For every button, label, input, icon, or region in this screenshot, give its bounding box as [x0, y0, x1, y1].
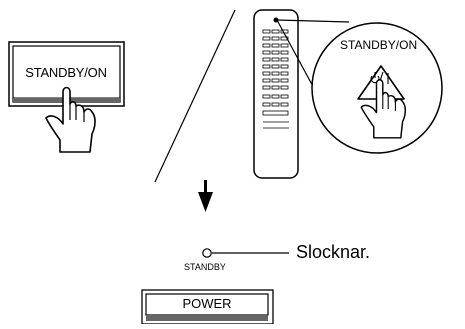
indicator-lamp-icon [202, 248, 289, 258]
standby-indicator-label: STANDBY [184, 262, 226, 272]
remote-control-icon [253, 9, 299, 179]
status-text: Slocknar. [296, 242, 371, 262]
power-button-label: POWER [182, 296, 232, 311]
down-arrow-icon [198, 180, 213, 212]
front-panel-button-label: STANDBY/ON [25, 65, 107, 80]
divider-line [154, 9, 236, 183]
callout-standby-on-label: STANDBY/ON [340, 38, 418, 52]
